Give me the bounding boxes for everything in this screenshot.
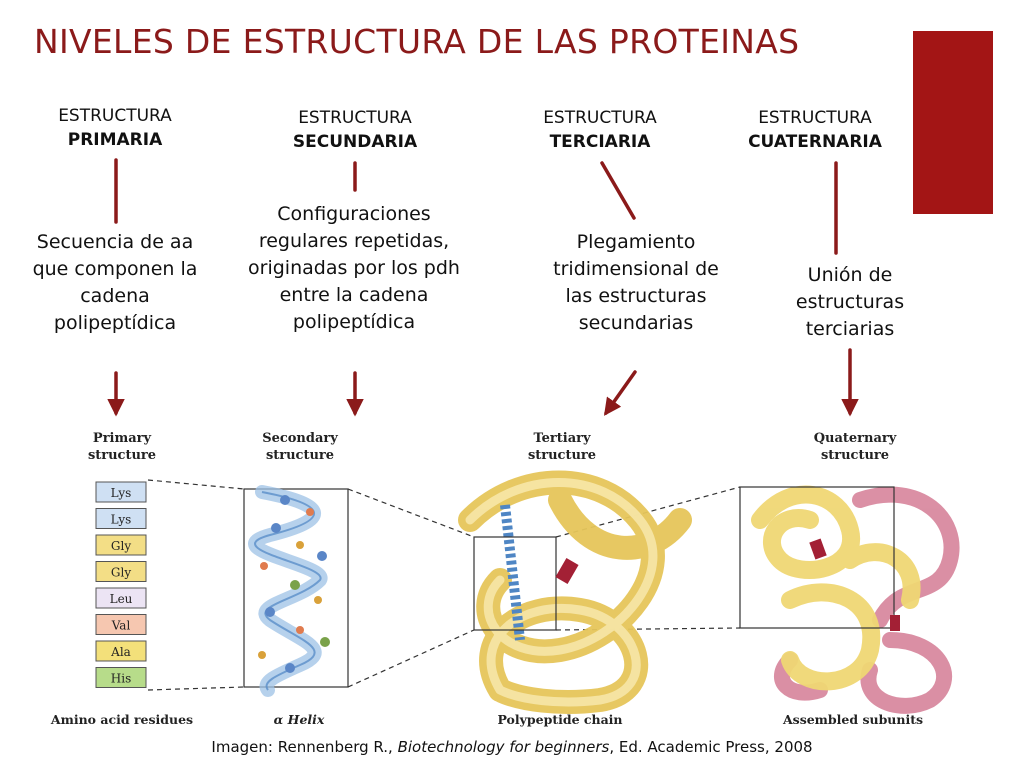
figure-caption-primary: Amino acid residues xyxy=(50,712,193,727)
header-cuaternaria: ESTRUCTURA CUATERNARIA xyxy=(715,106,915,154)
credit-suffix: , Ed. Academic Press, 2008 xyxy=(609,738,813,756)
zoom-line xyxy=(147,686,245,691)
description-cuaternaria: Unión de estructuras terciarias xyxy=(795,264,905,340)
description-primaria: Secuencia de aa que componen la cadena p… xyxy=(32,231,198,334)
description-secundaria: Configuraciones regulares repetidas, ori… xyxy=(248,203,460,333)
page-title: NIVELES DE ESTRUCTURA DE LAS PROTEINAS xyxy=(34,22,800,61)
residue-label: Gly xyxy=(111,566,131,580)
quaternary-assembly-illustration xyxy=(739,485,960,714)
residue-label: His xyxy=(111,672,131,686)
header-line2: TERCIARIA xyxy=(549,132,651,152)
header-line1: ESTRUCTURA xyxy=(298,108,412,128)
header-line1: ESTRUCTURA xyxy=(758,108,872,128)
residue-label: Lys xyxy=(111,513,132,527)
connector-line xyxy=(600,161,636,220)
residue-box xyxy=(95,508,147,529)
residue-box xyxy=(95,614,147,635)
zoom-line xyxy=(347,629,475,688)
residue-box xyxy=(95,640,147,662)
header-line2: CUATERNARIA xyxy=(748,132,882,152)
residue-box xyxy=(95,587,147,609)
figure-caption-tertiary: Polypeptide chain xyxy=(497,712,622,727)
residue-box xyxy=(95,561,147,582)
header-line1: ESTRUCTURA xyxy=(58,106,172,126)
connector-arrows xyxy=(107,158,859,417)
header-line2: PRIMARIA xyxy=(67,130,163,150)
residue-box xyxy=(95,534,147,556)
tertiary-fold-illustration xyxy=(458,470,692,714)
figure-caption-quaternary: Assembled subunits xyxy=(782,712,923,727)
header-line2: SECUNDARIA xyxy=(292,132,418,152)
zoom-line xyxy=(147,479,245,490)
header-line1: ESTRUCTURA xyxy=(543,108,657,128)
header-terciaria: ESTRUCTURA TERCIARIA xyxy=(500,106,700,154)
credit-book: Biotechnology for beginners xyxy=(397,738,610,756)
header-primaria: ESTRUCTURA PRIMARIA xyxy=(15,104,215,152)
residue-label: Lys xyxy=(111,486,132,500)
residue-label: Gly xyxy=(111,539,131,553)
description-terciaria: Plegamiento tridimensional de las estruc… xyxy=(553,231,719,334)
zoom-line xyxy=(347,488,475,538)
residue-label: Ala xyxy=(110,645,131,659)
residue-label: Val xyxy=(111,619,131,633)
alpha-helix-illustration xyxy=(243,485,349,697)
residue-label: Leu xyxy=(110,592,133,606)
accent-block xyxy=(913,31,993,214)
header-secundaria: ESTRUCTURA SECUNDARIA xyxy=(255,106,455,154)
credit-prefix: Imagen: Rennenberg R., xyxy=(211,738,398,756)
figure-caption-secondary: α Helix xyxy=(274,712,325,727)
residue-box xyxy=(95,667,147,688)
down-arrow xyxy=(603,370,637,416)
residue-box xyxy=(95,481,147,503)
zoom-line xyxy=(555,627,741,631)
image-credit: Imagen: Rennenberg R., Biotechnology for… xyxy=(0,738,1024,756)
